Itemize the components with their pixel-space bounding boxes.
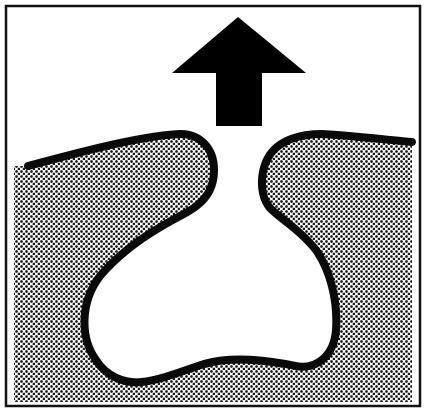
diagram-canvas (0, 0, 426, 413)
diagram-figure (0, 0, 426, 413)
